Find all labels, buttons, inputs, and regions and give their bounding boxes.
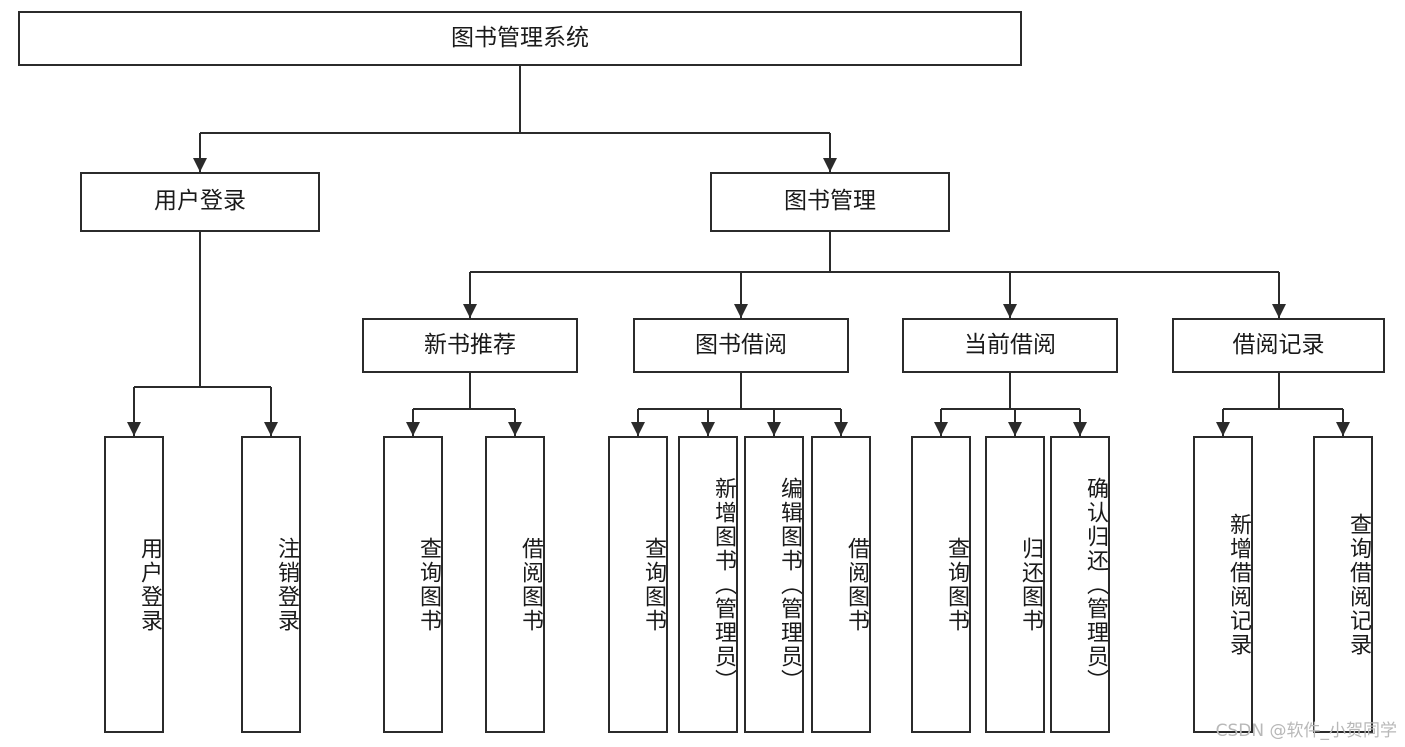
connector-line [1277,272,1280,318]
leaf-query-book-recommend[interactable]: 查询图书 [383,436,443,733]
node-current-borrow[interactable]: 当前借阅 [902,318,1118,373]
arrowhead-icon [193,158,207,172]
connector-line [1009,373,1011,409]
connector-line [638,408,841,410]
arrowhead-icon [701,422,715,436]
node-borrow-record[interactable]: 借阅记录 [1172,318,1385,373]
arrowhead-icon [834,422,848,436]
connector-line [469,373,471,409]
arrowhead-icon [767,422,781,436]
connector-line [1277,373,1280,409]
arrowhead-icon [1336,422,1350,436]
leaf-logout[interactable]: 注销登录 [241,436,301,733]
leaf-user-login[interactable]: 用户登录 [104,436,164,733]
connector-line [941,408,1080,410]
arrowhead-icon [508,422,522,436]
arrowhead-icon [1271,304,1286,318]
connector-line [133,387,135,436]
connector-line [829,232,831,272]
watermark-text: CSDN @软件_小贺同学 [1215,721,1397,741]
connector-line [134,386,271,388]
arrowhead-icon [1008,422,1022,436]
arrowhead-icon [463,304,477,318]
node-root[interactable]: 图书管理系统 [18,11,1022,66]
arrowhead-icon [127,422,141,436]
node-new-book-recommend[interactable]: 新书推荐 [362,318,578,373]
connector-line [270,387,272,436]
node-user-login[interactable]: 用户登录 [80,172,320,232]
arrowhead-icon [1073,422,1087,436]
arrowhead-icon [264,422,278,436]
arrowhead-icon [734,304,748,318]
leaf-add-book-admin[interactable]: 新增图书（管理员） [678,436,738,733]
connector-line [740,272,742,318]
connector-line [199,133,201,172]
connector-line [829,133,831,172]
leaf-query-borrow-record[interactable]: 查询借阅记录 [1313,436,1373,733]
leaf-query-book-current[interactable]: 查询图书 [911,436,971,733]
connector-line [470,271,1279,273]
connector-line [469,272,471,318]
leaf-query-book-borrow[interactable]: 查询图书 [608,436,668,733]
leaf-borrow-book-recommend[interactable]: 借阅图书 [485,436,545,733]
node-book-management[interactable]: 图书管理 [710,172,950,232]
arrowhead-icon [1003,304,1017,318]
connector-line [413,408,515,410]
connector-line [1009,272,1011,318]
arrowhead-icon [823,158,837,172]
connector-line [519,66,521,133]
leaf-edit-book-admin[interactable]: 编辑图书（管理员） [744,436,804,733]
arrowhead-icon [631,422,645,436]
leaf-add-borrow-record[interactable]: 新增借阅记录 [1193,436,1253,733]
leaf-return-book[interactable]: 归还图书 [985,436,1045,733]
connector-line [1223,408,1343,410]
arrowhead-icon [406,422,420,436]
connector-line [200,132,830,134]
leaf-confirm-return-admin[interactable]: 确认归还（管理员） [1050,436,1110,733]
leaf-borrow-book[interactable]: 借阅图书 [811,436,871,733]
connector-line [199,232,201,387]
node-book-borrow[interactable]: 图书借阅 [633,318,849,373]
arrowhead-icon [934,422,948,436]
connector-line [740,373,742,409]
arrowhead-icon [1216,422,1230,436]
